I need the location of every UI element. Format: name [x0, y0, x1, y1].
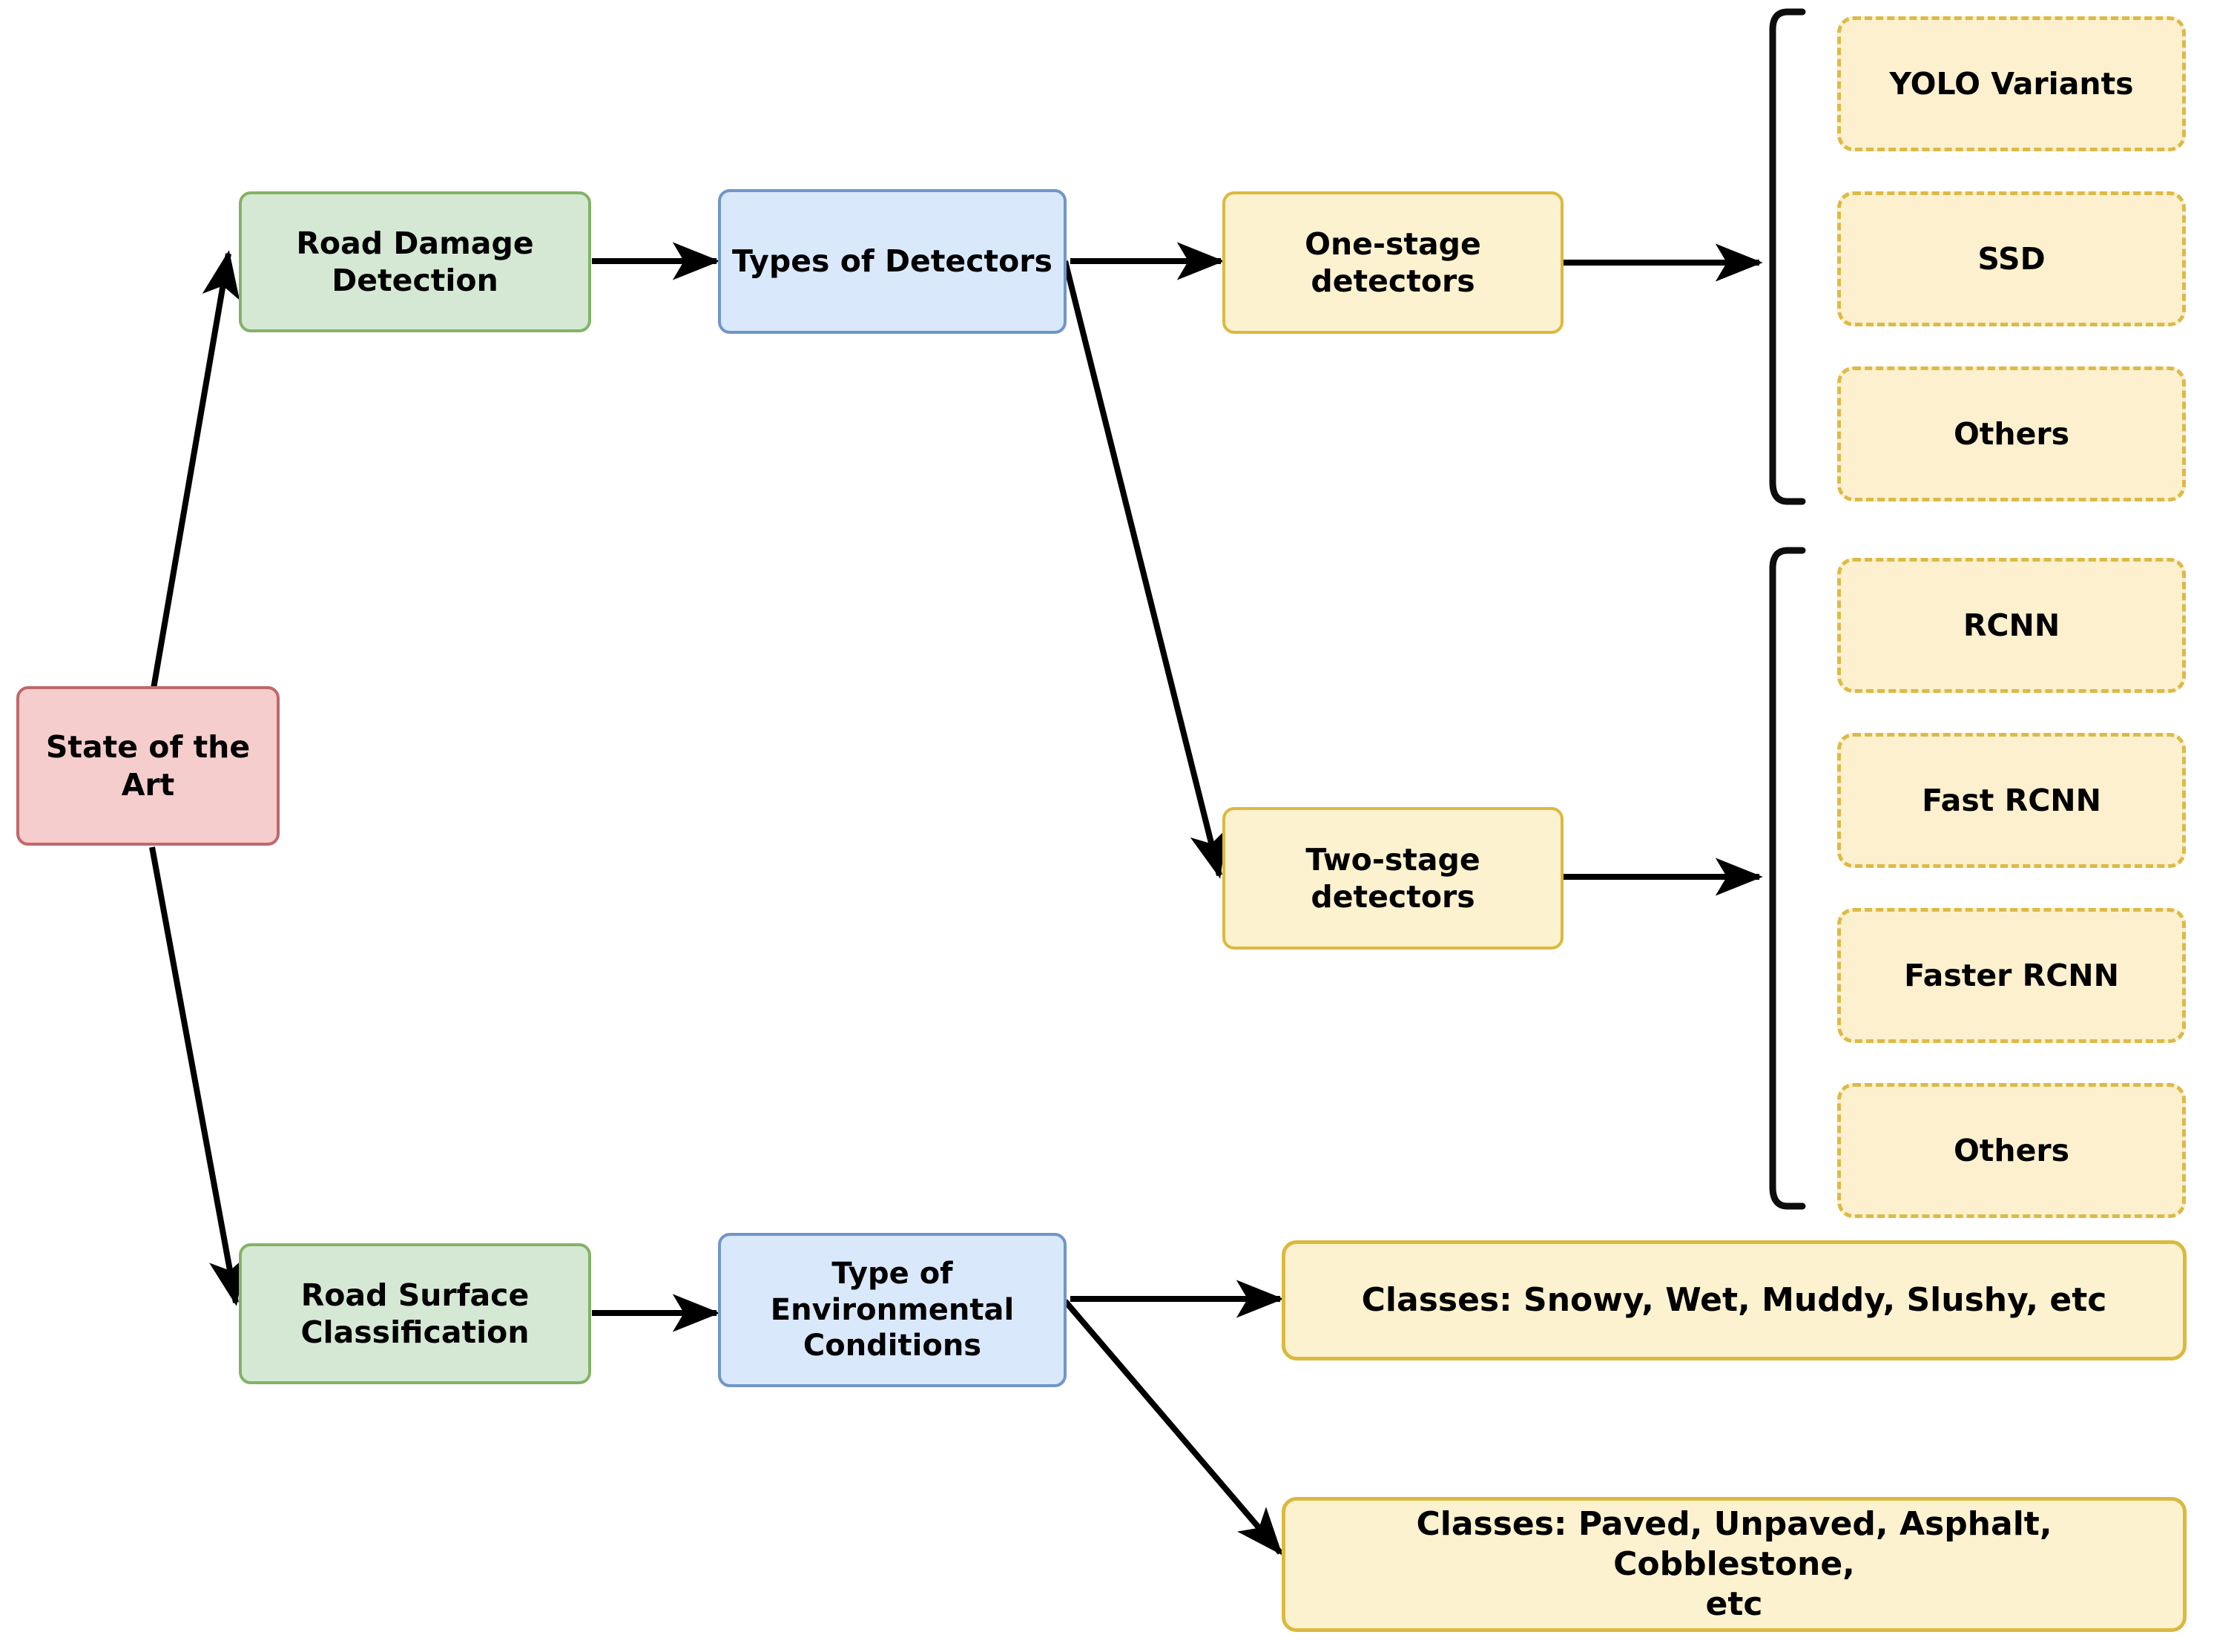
node-road-surface-classification-label: Road Surface Classification	[300, 1277, 530, 1350]
leaf-others-one-stage[interactable]: Others	[1837, 366, 2186, 501]
leaf-faster-rcnn-label: Faster RCNN	[1904, 957, 2119, 993]
leaf-fast-rcnn[interactable]: Fast RCNN	[1837, 733, 2186, 868]
leaf-rcnn-label: RCNN	[1963, 607, 2060, 643]
node-state-of-the-art-label: State of the Art	[45, 729, 251, 803]
edge-types-to-two-stage	[1062, 260, 1228, 879]
node-environmental-conditions-label: Type of Environmental Conditions	[770, 1256, 1015, 1363]
leaf-yolo-variants-label: YOLO Variants	[1889, 65, 2134, 102]
node-state-of-the-art[interactable]: State of the Art	[16, 686, 280, 846]
brace-one-stage-group	[1769, 8, 1806, 505]
leaf-ssd[interactable]: SSD	[1837, 191, 2186, 326]
node-environmental-conditions[interactable]: Type of Environmental Conditions	[718, 1233, 1067, 1387]
node-road-damage-detection[interactable]: Road Damage Detection	[239, 191, 591, 332]
edge-root-to-road-damage	[151, 250, 240, 689]
node-types-of-detectors-label: Types of Detectors	[732, 243, 1052, 280]
brace-two-stage-group	[1769, 547, 1806, 1210]
leaf-classes-surface-label: Classes: Paved, Unpaved, Asphalt, Cobble…	[1416, 1505, 2052, 1623]
node-one-stage-detectors[interactable]: One-stage detectors	[1222, 191, 1564, 334]
leaf-others-one-stage-label: Others	[1953, 415, 2070, 452]
leaf-classes-environmental-label: Classes: Snowy, Wet, Muddy, Slushy, etc	[1361, 1281, 2107, 1320]
leaf-faster-rcnn[interactable]: Faster RCNN	[1837, 908, 2186, 1043]
node-road-surface-classification[interactable]: Road Surface Classification	[239, 1243, 591, 1384]
leaf-others-two-stage-label: Others	[1953, 1132, 2070, 1168]
edge-root-to-road-surface	[149, 846, 247, 1306]
leaf-classes-environmental[interactable]: Classes: Snowy, Wet, Muddy, Slushy, etc	[1282, 1240, 2187, 1360]
leaf-fast-rcnn-label: Fast RCNN	[1922, 782, 2101, 818]
node-types-of-detectors[interactable]: Types of Detectors	[718, 189, 1067, 334]
edge-environmental-to-classes-surface	[1062, 1299, 1283, 1556]
leaf-ssd-label: SSD	[1977, 240, 2046, 277]
node-one-stage-detectors-label: One-stage detectors	[1305, 226, 1481, 299]
leaf-yolo-variants[interactable]: YOLO Variants	[1837, 16, 2186, 151]
node-road-damage-detection-label: Road Damage Detection	[296, 225, 534, 298]
node-two-stage-detectors[interactable]: Two-stage detectors	[1222, 807, 1564, 950]
node-two-stage-detectors-label: Two-stage detectors	[1305, 841, 1480, 915]
leaf-rcnn[interactable]: RCNN	[1837, 558, 2186, 693]
leaf-classes-surface[interactable]: Classes: Paved, Unpaved, Asphalt, Cobble…	[1282, 1497, 2187, 1632]
leaf-others-two-stage[interactable]: Others	[1837, 1083, 2186, 1218]
